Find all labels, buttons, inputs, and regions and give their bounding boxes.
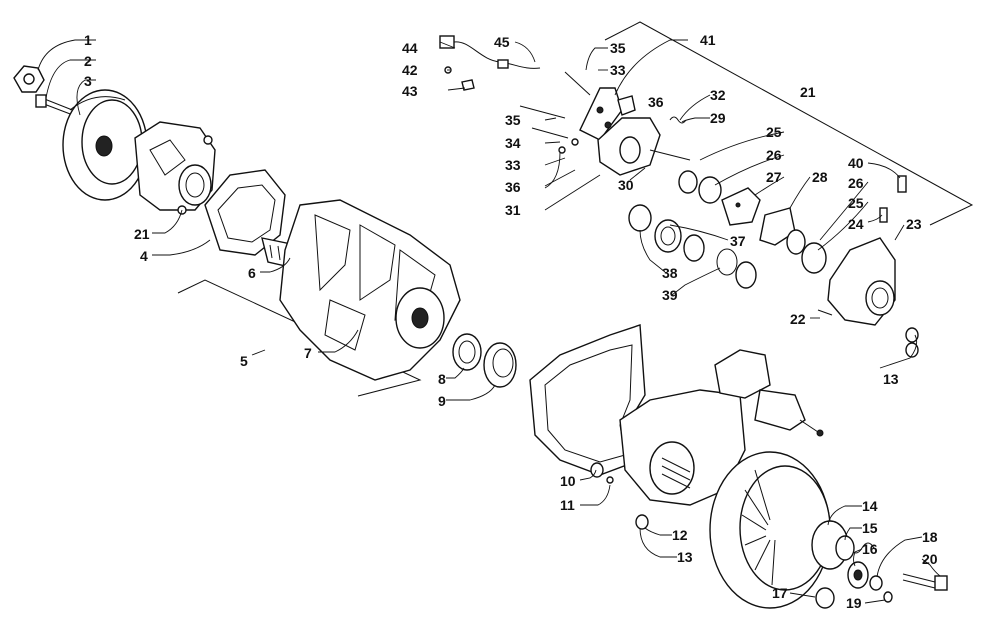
part-spring-28 xyxy=(759,207,796,246)
callout-33-top: 33 xyxy=(610,62,626,78)
part-housing-23 xyxy=(827,237,896,326)
callout-19: 19 xyxy=(846,595,862,611)
callout-43: 43 xyxy=(402,83,418,99)
part-gasket-4 xyxy=(204,169,286,256)
callout-28: 28 xyxy=(812,169,828,185)
callout-16: 16 xyxy=(862,541,878,557)
leader-lines xyxy=(37,39,941,604)
callout-26-right: 26 xyxy=(848,175,864,191)
callout-21-right: 21 xyxy=(800,84,816,100)
part-washer-16 xyxy=(847,561,869,589)
callout-2: 2 xyxy=(84,53,92,69)
callout-22: 22 xyxy=(790,311,806,327)
part-bracket-41 xyxy=(579,87,623,141)
callout-4: 4 xyxy=(140,248,148,264)
callout-27: 27 xyxy=(766,169,782,185)
callout-23: 23 xyxy=(906,216,922,232)
callout-6: 6 xyxy=(248,265,256,281)
part-gearcase-12 xyxy=(619,389,746,506)
callout-29: 29 xyxy=(710,110,726,126)
callout-34: 34 xyxy=(505,135,521,151)
part-fittings-24-40 xyxy=(879,175,907,223)
callout-25-top: 25 xyxy=(766,124,782,140)
callout-20: 20 xyxy=(922,551,938,567)
part-bearings-38-39 xyxy=(628,204,757,289)
part-nut-1 xyxy=(13,65,45,93)
callout-37: 37 xyxy=(730,233,746,249)
part-housing-21 xyxy=(134,121,216,215)
callout-10: 10 xyxy=(560,473,576,489)
callout-8: 8 xyxy=(438,371,446,387)
callout-13-right: 13 xyxy=(883,371,899,387)
part-oring-17 xyxy=(815,587,835,609)
callout-41: 41 xyxy=(700,32,716,48)
part-sheave-3 xyxy=(62,89,148,201)
part-pad-27 xyxy=(721,187,761,226)
callout-42: 42 xyxy=(402,62,418,78)
callout-3: 3 xyxy=(84,73,92,89)
callout-44: 44 xyxy=(402,40,418,56)
callout-7: 7 xyxy=(304,345,312,361)
group-bracket-21 xyxy=(604,21,974,226)
callout-21-left: 21 xyxy=(134,226,150,242)
part-bushing-9 xyxy=(483,342,517,388)
callout-labels: 1 2 3 21 4 6 5 7 8 9 10 11 12 13 14 15 1… xyxy=(84,32,938,611)
callout-39: 39 xyxy=(662,287,678,303)
part-bolt-20 xyxy=(902,573,948,591)
part-nuts-13-22 xyxy=(817,309,919,358)
callout-14: 14 xyxy=(862,498,878,514)
callout-25-right: 25 xyxy=(848,195,864,211)
callout-45: 45 xyxy=(494,34,510,50)
part-motor xyxy=(714,349,824,437)
callout-13-bottom: 13 xyxy=(677,549,693,565)
part-pin-32 xyxy=(649,149,691,161)
callout-35-left: 35 xyxy=(505,112,521,128)
part-spring-15 xyxy=(835,535,875,561)
callout-40: 40 xyxy=(848,155,864,171)
part-seal-25-26b xyxy=(786,229,827,274)
callout-15: 15 xyxy=(862,520,878,536)
callout-31: 31 xyxy=(505,202,521,218)
callout-24: 24 xyxy=(848,216,864,232)
part-caliper-30 xyxy=(597,95,687,176)
callout-11: 11 xyxy=(560,497,575,513)
part-sheave-14 xyxy=(709,451,849,609)
part-screw-42-43 xyxy=(444,66,475,91)
callout-36-top: 36 xyxy=(648,94,664,110)
callout-1: 1 xyxy=(84,32,92,48)
callout-32: 32 xyxy=(710,87,726,103)
part-ring-8 xyxy=(452,333,482,371)
callout-26-top: 26 xyxy=(766,147,782,163)
part-nuts-10-11-13 xyxy=(590,462,649,530)
callout-12: 12 xyxy=(672,527,688,543)
callout-36-left: 36 xyxy=(505,179,521,195)
callout-35-top: 35 xyxy=(610,40,626,56)
part-washer-18-19 xyxy=(869,575,893,603)
callout-9: 9 xyxy=(438,393,446,409)
callout-5: 5 xyxy=(240,353,248,369)
callout-38: 38 xyxy=(662,265,678,281)
part-spider-7 xyxy=(279,199,461,381)
callout-33-left: 33 xyxy=(505,157,521,173)
part-rings-25-26 xyxy=(678,170,722,204)
callout-30: 30 xyxy=(618,177,634,193)
callout-18: 18 xyxy=(922,529,938,545)
part-sensor-44 xyxy=(439,35,541,69)
part-bolts-33-35 xyxy=(519,71,591,154)
callout-17: 17 xyxy=(772,585,788,601)
